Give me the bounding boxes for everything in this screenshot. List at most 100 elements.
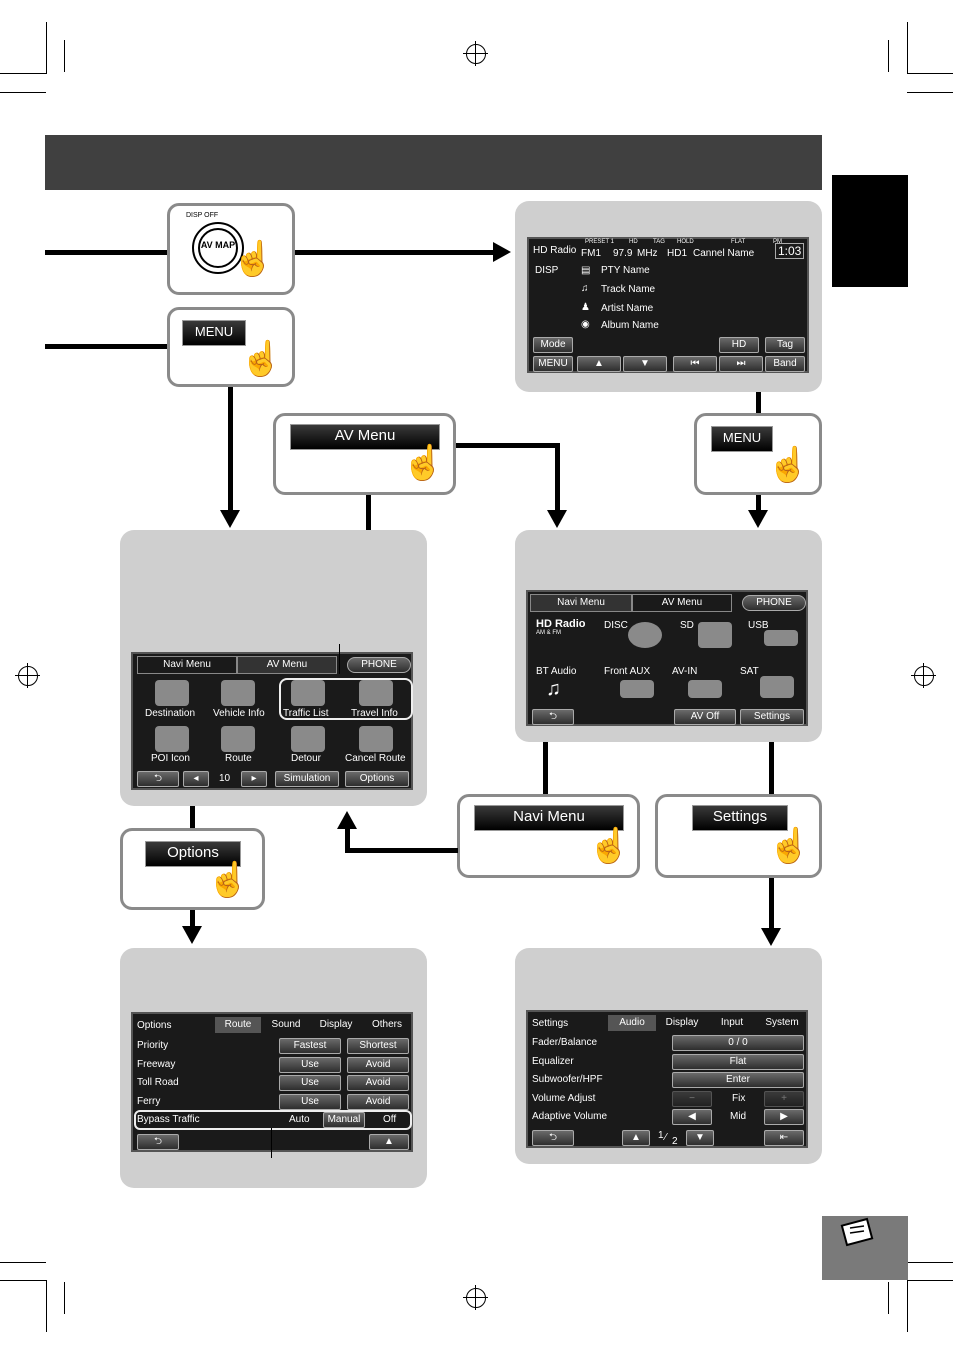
setting-value-equalizer[interactable]: Flat [672,1054,804,1070]
menu-button-right[interactable]: MENU [711,426,773,452]
flow-line [295,250,497,255]
back-button[interactable]: ⮌ [137,771,179,787]
option-freeway-b[interactable]: Avoid [347,1057,409,1073]
disc-source[interactable]: DISC [604,620,628,631]
crop-mark [888,1282,889,1314]
tab-sound[interactable]: Sound [271,1019,301,1030]
hand-pointer-icon: ☝ [767,446,810,484]
vehicle-info-label[interactable]: Vehicle Info [213,708,265,719]
volume-down-icon[interactable]: ◂ [183,771,209,787]
traffic-list-label[interactable]: Traffic List [283,708,329,719]
detour-label[interactable]: Detour [291,753,322,764]
bypass-off[interactable]: Off [383,1114,397,1125]
settings-button[interactable]: Settings [692,805,788,831]
tab-navi-menu[interactable]: Navi Menu [137,656,237,674]
travel-info-label[interactable]: Travel Info [351,708,398,719]
hd-search-button[interactable]: HD [719,337,759,353]
band-button[interactable]: Band [765,356,805,372]
front-aux-source[interactable]: Front AUX [604,666,651,677]
back-button-options[interactable]: ⮌ [137,1134,179,1150]
option-label-toll: Toll Road [137,1077,179,1088]
hand-pointer-icon: ☝ [232,240,275,278]
route-label[interactable]: Route [225,753,252,764]
flow-line [769,878,774,930]
adaptive-left-arrow-icon[interactable]: ◀ [672,1109,712,1125]
poi-icon-label[interactable]: POI Icon [151,753,190,764]
arrow-down [182,926,202,944]
arrow-down [748,510,768,528]
tab-input[interactable]: Input [720,1017,744,1028]
av-map-callout: DISP OFF AV MAP ☝ [167,203,295,295]
setting-value-fader[interactable]: 0 / 0 [672,1035,804,1051]
exit-button-icon[interactable]: ⇤ [764,1130,804,1146]
back-button-settings[interactable]: ⮌ [532,1130,574,1146]
settings-button-screen[interactable]: Settings [740,709,804,725]
mode-button[interactable]: Mode [533,337,573,353]
preset-tag: PRESET 1 [585,239,614,245]
back-button-av[interactable]: ⮌ [532,709,574,725]
tab-route[interactable]: Route [215,1017,261,1033]
usb-source[interactable]: USB [748,620,769,631]
option-priority-b[interactable]: Shortest [347,1038,409,1054]
tab-system[interactable]: System [765,1017,799,1028]
page-down-button[interactable]: ▼ [686,1130,714,1146]
volume-adjust-minus[interactable]: − [672,1091,712,1107]
bt-audio-source[interactable]: BT Audio [536,666,577,677]
crop-mark [888,40,889,72]
phone-button[interactable]: PHONE [347,657,411,673]
language-tab [832,175,908,287]
radio-item-album: Album Name [601,320,659,331]
hd-radio-source[interactable]: HD Radio [536,618,586,630]
menu-button[interactable]: MENU [182,320,246,346]
music-note-icon: ♫ [581,283,589,294]
page-total: 2 [672,1136,678,1147]
bypass-auto[interactable]: Auto [289,1114,310,1125]
tab-audio[interactable]: Audio [608,1015,656,1031]
sd-source[interactable]: SD [680,620,694,631]
disp-button[interactable]: DISP [535,265,559,276]
up-button[interactable]: ▲ [577,356,621,372]
volume-adjust-plus[interactable]: + [764,1091,804,1107]
map-icon[interactable]: ▲ [369,1134,409,1150]
tab-others[interactable]: Others [371,1019,402,1030]
av-in-source[interactable]: AV-IN [672,666,698,677]
page-up-button[interactable]: ▲ [622,1130,650,1146]
options-button[interactable]: Options [145,841,241,867]
av-map-button[interactable]: AV MAP [192,222,244,274]
navi-menu-button[interactable]: Navi Menu [474,805,624,831]
tab-av-menu[interactable]: AV Menu [237,656,337,674]
tab-display-settings[interactable]: Display [665,1017,699,1028]
tab-display[interactable]: Display [319,1019,353,1030]
phone-button-av[interactable]: PHONE [742,595,806,611]
tag-button[interactable]: Tag [765,337,805,353]
crop-mark [64,1282,65,1314]
option-toll-a[interactable]: Use [279,1075,341,1091]
simulation-button[interactable]: Simulation [275,771,339,787]
prev-button[interactable]: ⏮ [673,356,717,372]
sat-source[interactable]: SAT [740,666,759,677]
arrow-down [547,510,567,528]
next-button[interactable]: ⏭ [719,356,763,372]
volume-up-icon[interactable]: ▸ [241,771,267,787]
traffic-list-icon [291,680,325,706]
option-toll-b[interactable]: Avoid [347,1075,409,1091]
option-priority-a[interactable]: Fastest [279,1038,341,1054]
crop-mark [907,92,953,93]
menu-button-radio[interactable]: MENU [533,356,573,372]
bypass-manual[interactable]: Manual [323,1112,365,1128]
tab-av-menu-av[interactable]: AV Menu [632,594,732,612]
adaptive-right-arrow-icon[interactable]: ▶ [764,1109,804,1125]
destination-label[interactable]: Destination [145,708,196,719]
option-freeway-a[interactable]: Use [279,1057,341,1073]
av-menu-button[interactable]: AV Menu [290,424,440,450]
cancel-route-label[interactable]: Cancel Route [345,753,406,764]
option-ferry-a[interactable]: Use [279,1094,341,1110]
destination-icon [155,680,189,706]
options-button-screen[interactable]: Options [345,771,409,787]
down-button[interactable]: ▼ [623,356,667,372]
setting-value-subwoofer[interactable]: Enter [672,1072,804,1088]
option-ferry-b[interactable]: Avoid [347,1094,409,1110]
clock: 1:03 [775,243,805,259]
tab-navi-menu-av[interactable]: Navi Menu [530,594,632,612]
av-off-button[interactable]: AV Off [674,709,736,725]
